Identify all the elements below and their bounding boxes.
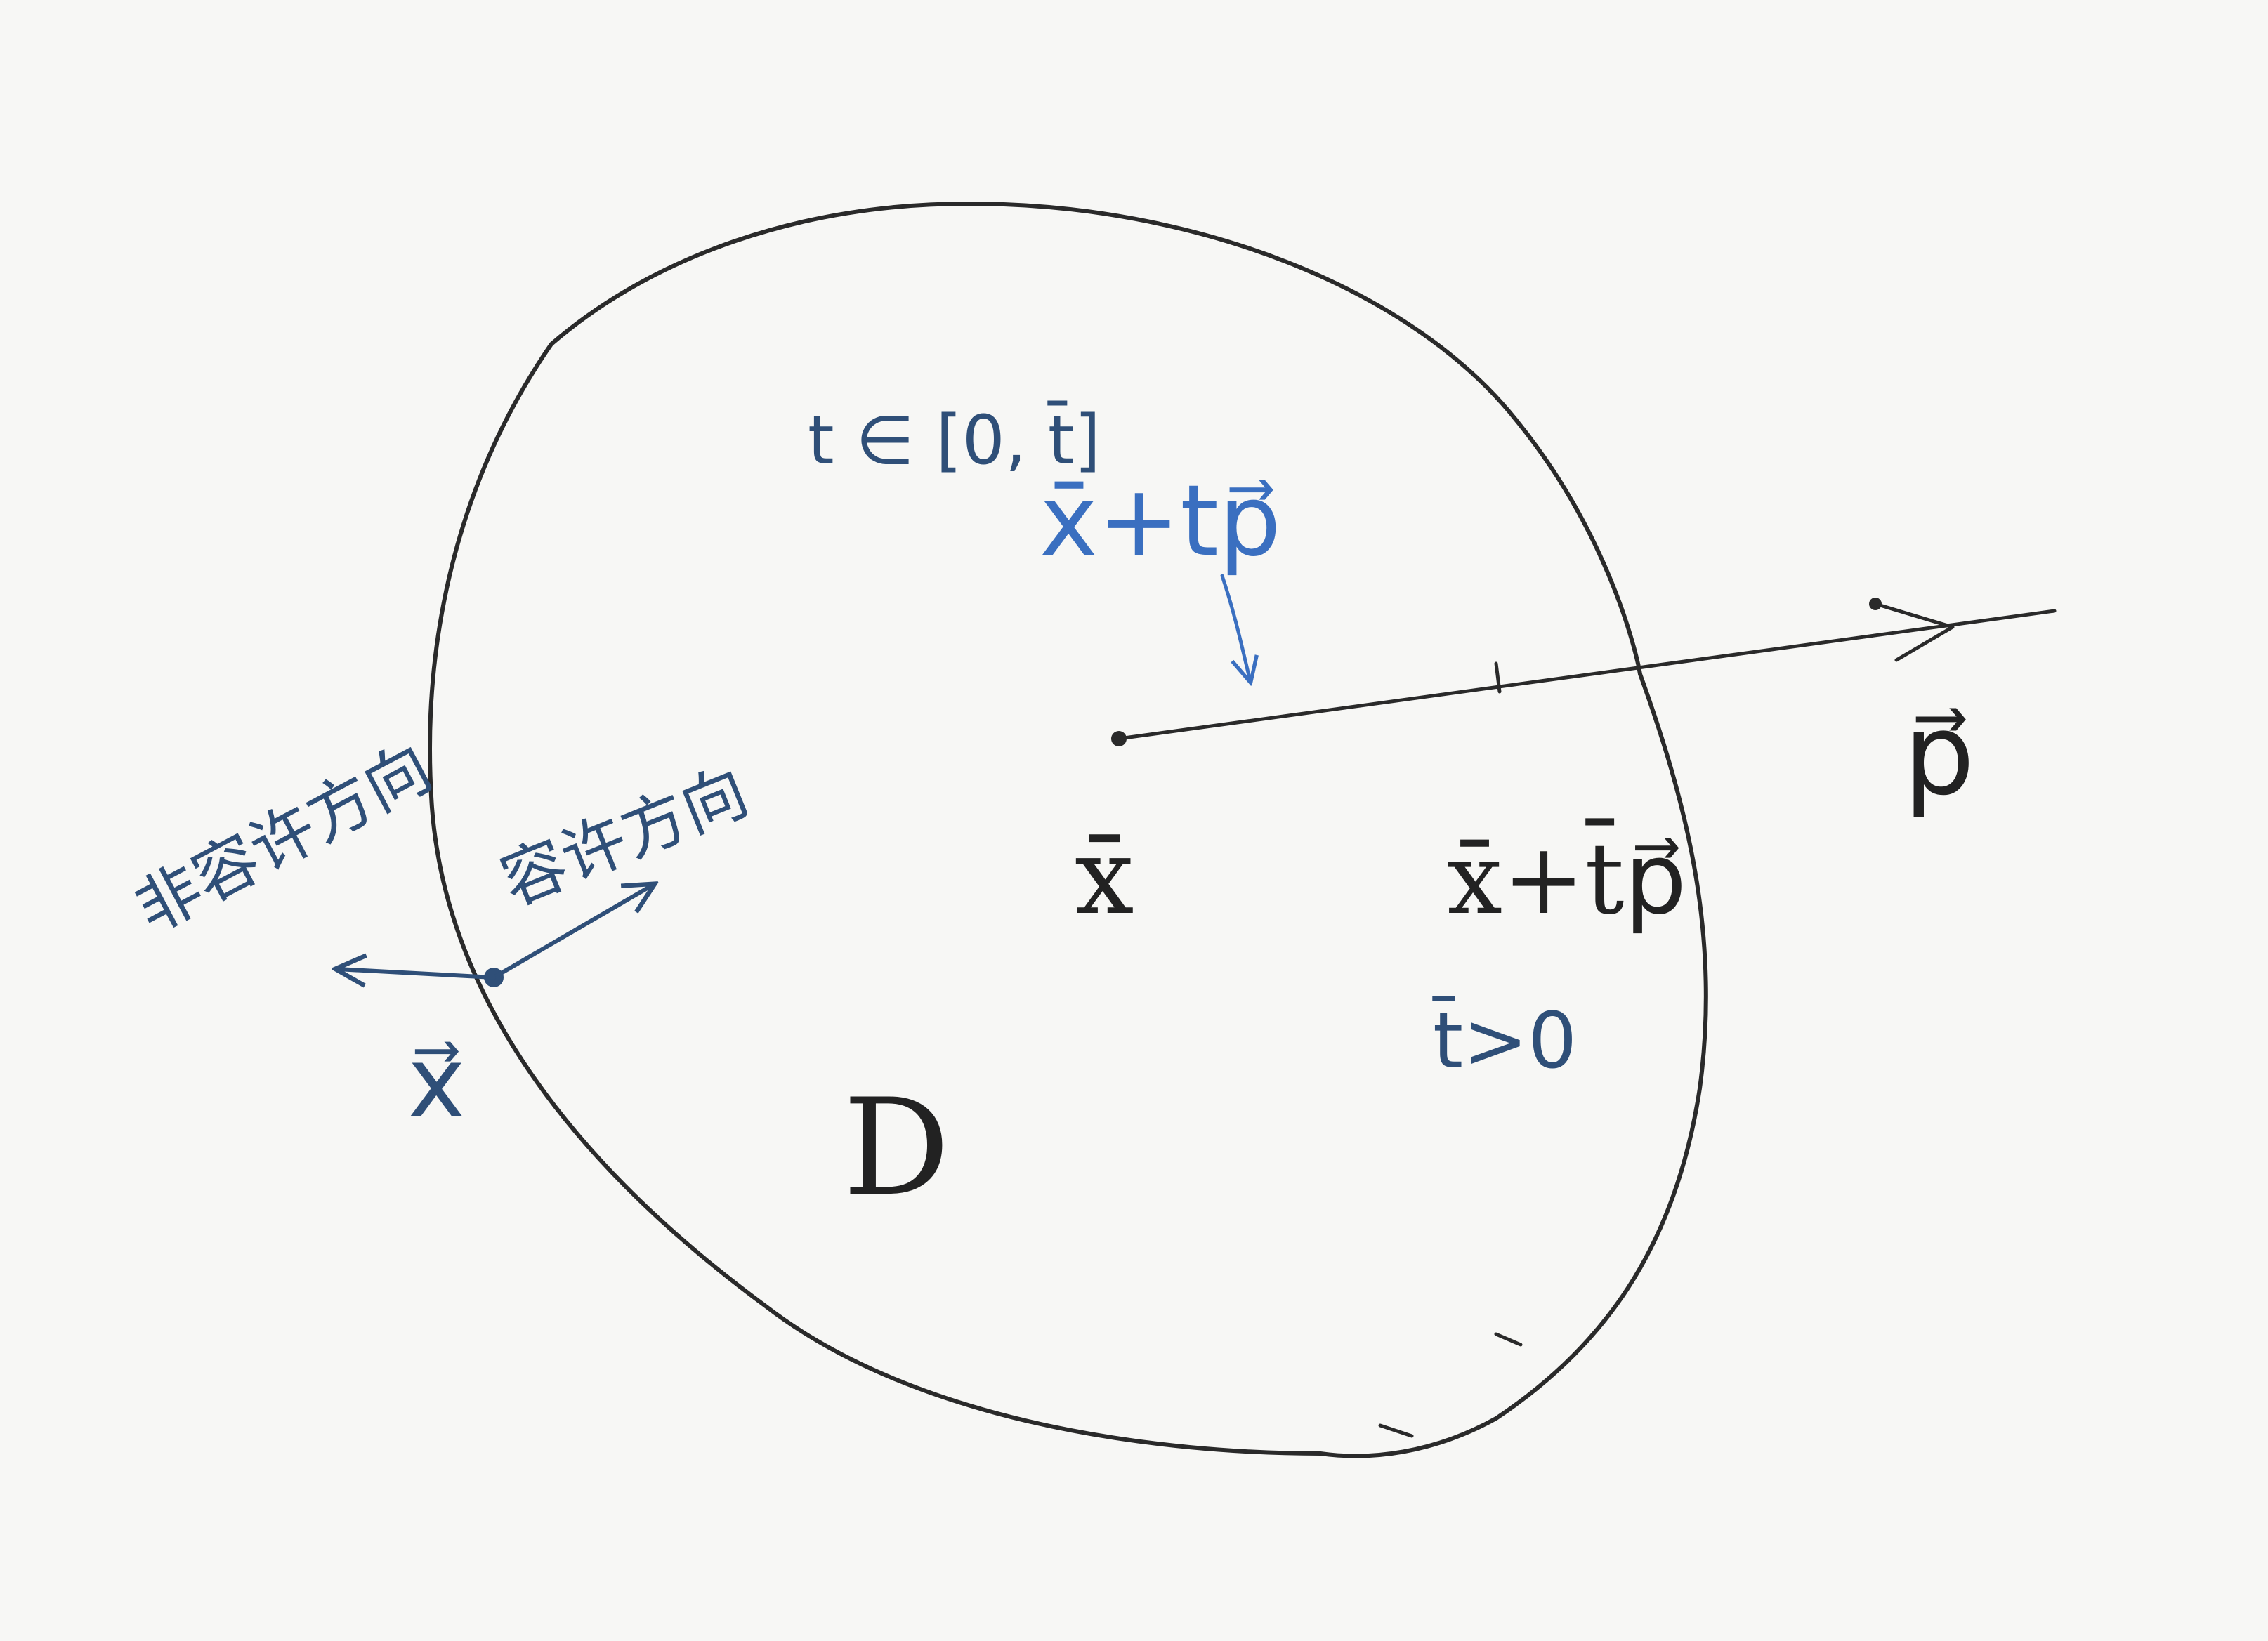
feasible-arrow	[492, 885, 653, 980]
direction-label: p⃗	[1903, 689, 1975, 820]
infeasible-direction-label: 非容许方向	[123, 730, 443, 947]
direction-ray	[1117, 609, 2057, 741]
point-plus-t-label: x̄+tp⃗	[1040, 464, 1281, 579]
boundary-kink	[1378, 1332, 1523, 1438]
pointer-arrow	[1220, 574, 1250, 681]
point-plus-tbar-label: x̄+t̄p⃗	[1447, 817, 1686, 937]
t-condition-label: t̄>0	[1432, 996, 1578, 1086]
tick-mark	[1494, 661, 1502, 694]
region-boundary	[428, 202, 1708, 1458]
interval-label: t ∈ [0, t̄]	[808, 401, 1101, 480]
point-x-bar	[1111, 731, 1127, 746]
ray-tail-dot	[1869, 598, 1882, 610]
feasible-direction-label: 容许方向	[490, 753, 758, 920]
x-bar-label: x̄	[1075, 816, 1134, 938]
region-label: D	[843, 1070, 950, 1225]
ray-arrowhead	[1873, 602, 1955, 662]
boundary-point-label: x⃗	[407, 1026, 466, 1140]
infeasible-arrow	[337, 969, 496, 977]
